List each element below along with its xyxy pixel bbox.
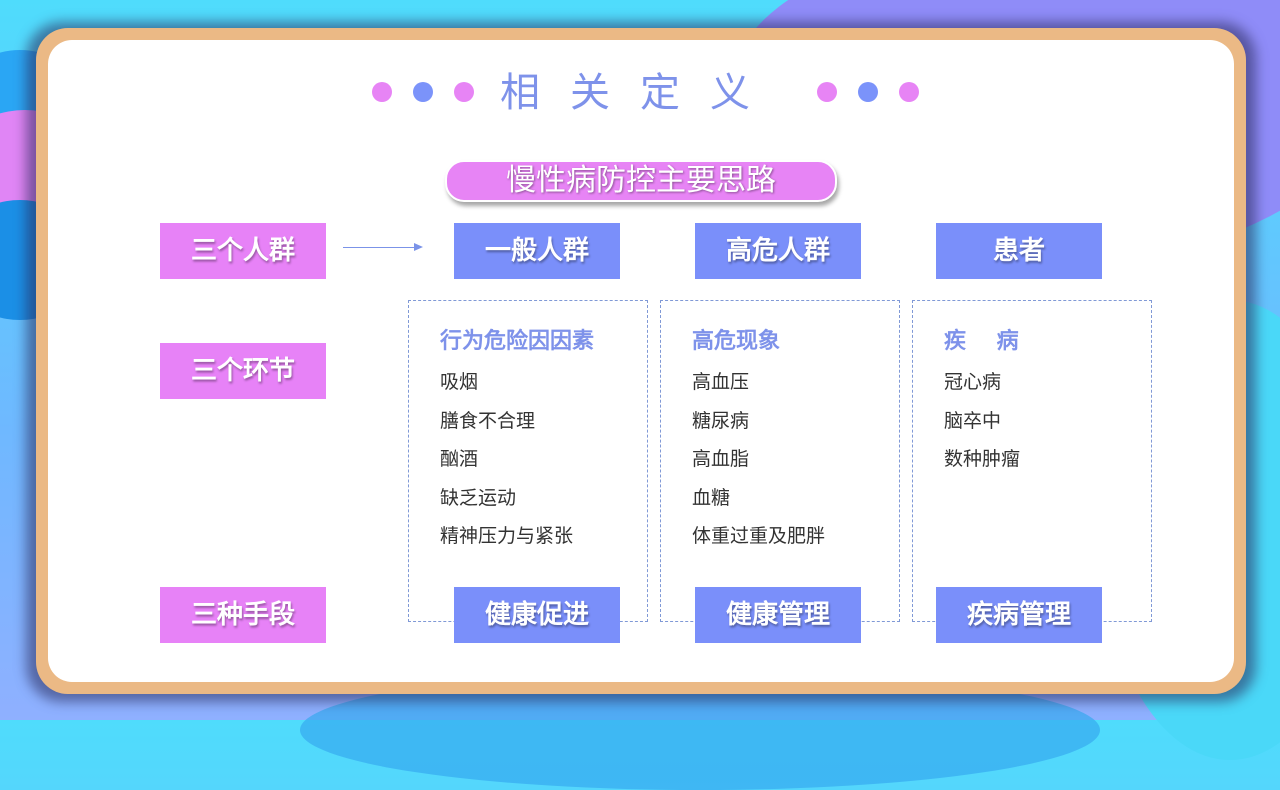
- list-item: 体重过重及肥胖: [692, 525, 826, 547]
- dot-icon: [817, 82, 837, 102]
- list-item: 酗酒: [440, 448, 479, 470]
- dot-icon: [413, 82, 433, 102]
- list-item: 糖尿病: [692, 409, 750, 432]
- list-item: 缺乏运动: [440, 486, 517, 509]
- stage-title: 行为危险因因素: [440, 329, 595, 354]
- method-health-management: 健康管理: [695, 587, 861, 643]
- list-item: 精神压力与紧张: [440, 525, 574, 547]
- list-item: 数种肿瘤: [944, 448, 1021, 470]
- stage-list-behavior: 行为危险因因素 吸烟 膳食不合理 酗酒 缺乏运动 精神压力与紧张: [440, 325, 594, 556]
- dot-icon: [454, 82, 474, 102]
- row-label-populations: 三个人群: [160, 223, 326, 279]
- list-item: 冠心病: [944, 371, 1002, 393]
- population-general: 一般人群: [454, 223, 620, 279]
- method-health-promotion: 健康促进: [454, 587, 620, 643]
- method-disease-management: 疾病管理: [936, 587, 1102, 643]
- list-item: 血糖: [692, 486, 731, 509]
- stage-list-high-risk: 高危现象 高血压 糖尿病 高血脂 血糖 体重过重及肥胖: [692, 325, 825, 556]
- arrow-right-icon: [343, 243, 423, 251]
- row-label-methods: 三种手段: [160, 587, 326, 643]
- title-bar: 相关定义: [0, 68, 1280, 118]
- population-high-risk: 高危人群: [695, 223, 861, 279]
- list-item: 高血脂: [692, 448, 750, 470]
- row-label-stages: 三个环节: [160, 343, 326, 399]
- page-title: 相关定义: [500, 70, 780, 116]
- list-item: 脑卒中: [944, 409, 1002, 432]
- dot-icon: [372, 82, 392, 102]
- dot-icon: [899, 82, 919, 102]
- list-item: 膳食不合理: [440, 409, 536, 432]
- stage-title: 疾 病: [944, 329, 1019, 354]
- list-item: 高血压: [692, 371, 750, 393]
- stage-list-disease: 疾 病 冠心病 脑卒中 数种肿瘤: [944, 325, 1020, 479]
- subtitle-pill: 慢性病防控主要思路: [445, 160, 837, 202]
- list-item: 吸烟: [440, 371, 479, 393]
- dot-icon: [858, 82, 878, 102]
- stage-title: 高危现象: [692, 329, 781, 354]
- population-patients: 患者: [936, 223, 1102, 279]
